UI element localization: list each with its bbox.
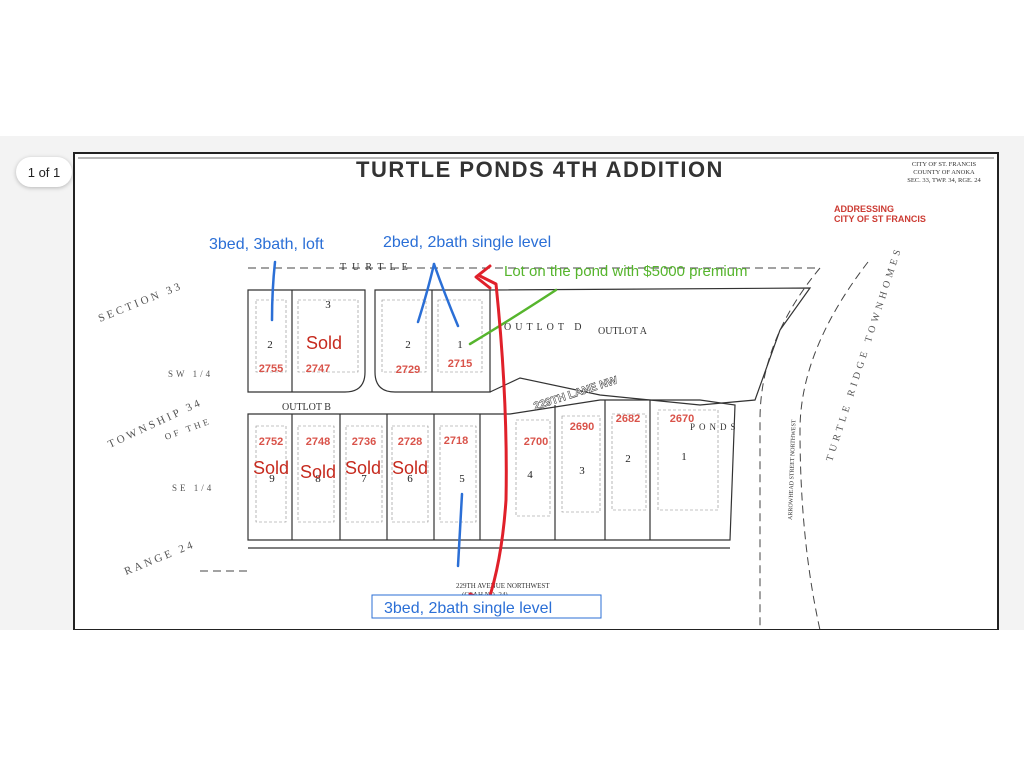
lot-number: 6 xyxy=(407,473,413,485)
arrow-head xyxy=(474,264,492,290)
lot-number: 1 xyxy=(457,339,463,351)
plat-map: TURTLE PONDS 4TH ADDITION CITY OF ST. FR… xyxy=(73,152,999,630)
top-block-left xyxy=(247,289,366,393)
plat-title: TURTLE PONDS 4TH ADDITION xyxy=(356,157,724,182)
lot-number: 2 xyxy=(267,339,273,351)
building-envelope xyxy=(255,299,287,373)
building-envelope xyxy=(297,299,359,373)
lot-number: 5 xyxy=(459,473,465,485)
lot-number: 3 xyxy=(579,465,585,477)
lot-address: 2752 xyxy=(259,436,283,448)
margin-label: SW 1/4 xyxy=(168,369,213,379)
pond-arrow xyxy=(468,274,508,604)
jurisdiction-line: SEC. 33, TWP. 34, RGE. 24 xyxy=(907,177,981,184)
sold-badge: Sold xyxy=(345,458,381,478)
addressing-city: CITY OF ST FRANCIS xyxy=(834,214,926,224)
sold-badge: Sold xyxy=(392,458,428,478)
lot-address: 2682 xyxy=(616,413,640,425)
annotation-pointer xyxy=(270,260,277,322)
section-line xyxy=(799,261,869,630)
lot-number: 8 xyxy=(315,473,321,485)
lot-address: 2736 xyxy=(352,436,376,448)
lot-number: 9 xyxy=(269,473,275,485)
annotation-bottom: 3bed, 2bath single level xyxy=(384,600,552,617)
lot-address: 2728 xyxy=(398,436,422,448)
plat-sheet xyxy=(73,152,999,630)
lot-address: 2700 xyxy=(524,436,548,448)
section-line xyxy=(759,267,821,630)
lot-address: 2755 xyxy=(259,363,283,375)
outlot-a-boundary xyxy=(489,287,812,406)
building-envelope xyxy=(561,415,601,513)
building-envelope xyxy=(391,425,429,523)
jurisdiction-line: COUNTY OF ANOKA xyxy=(913,169,975,176)
bottom-block xyxy=(247,399,736,541)
annotation-top-left: 3bed, 3bath, loft xyxy=(209,236,324,253)
lot-address: 2748 xyxy=(306,436,330,448)
jurisdiction-line: CITY OF ST. FRANCIS xyxy=(912,161,977,168)
lot-address: 2747 xyxy=(306,363,330,375)
lot-number: 1 xyxy=(681,451,687,463)
building-envelope xyxy=(657,409,719,511)
lot-address: 2690 xyxy=(570,421,594,433)
pond-pointer xyxy=(468,288,558,346)
margin-label: SE 1/4 xyxy=(172,483,214,493)
lot-number: 4 xyxy=(527,469,533,481)
street-label: TURTLE xyxy=(340,262,414,273)
street-label: ARROWHEAD STREET NORTHWEST xyxy=(788,419,798,520)
lot-address: 2670 xyxy=(670,413,694,425)
sold-badge: Sold xyxy=(253,458,289,478)
annotation-pointer xyxy=(432,262,460,328)
lot-number: 3 xyxy=(325,299,331,311)
annotation-pointer xyxy=(416,262,436,324)
outlot-label: OUTLOT A xyxy=(598,326,648,337)
lot-address: 2729 xyxy=(396,364,420,376)
sold-badge: Sold xyxy=(306,333,342,353)
building-envelope xyxy=(297,425,335,523)
page-indicator: 1 of 1 xyxy=(16,157,72,187)
lot-number: 7 xyxy=(361,473,367,485)
lot-address: 2718 xyxy=(444,435,468,447)
top-block-mid xyxy=(374,289,491,393)
building-envelope xyxy=(381,299,427,373)
building-envelope xyxy=(515,419,551,517)
outlot-label: OUTLOT B xyxy=(282,402,331,413)
outlot-label: OUTLOT D xyxy=(504,322,586,333)
lot-address: 2715 xyxy=(448,358,472,370)
addressing-title: ADDRESSING xyxy=(834,204,894,214)
building-envelope xyxy=(439,425,477,523)
sold-badge: Sold xyxy=(300,462,336,482)
street-label: 229TH AVENUE NORTHWEST xyxy=(456,582,550,590)
annotation-box xyxy=(371,594,602,619)
lot-number: 2 xyxy=(625,453,631,465)
annotation-pointer xyxy=(456,492,464,568)
building-envelope xyxy=(255,425,287,523)
lot-number: 2 xyxy=(405,339,411,351)
annotation-pond: Lot on the pond with $5000 premium xyxy=(504,263,748,280)
building-envelope xyxy=(611,413,647,511)
annotation-top-mid: 2bed, 2bath single level xyxy=(383,234,551,251)
building-envelope xyxy=(345,425,383,523)
ponds-label: PONDS xyxy=(690,422,740,432)
